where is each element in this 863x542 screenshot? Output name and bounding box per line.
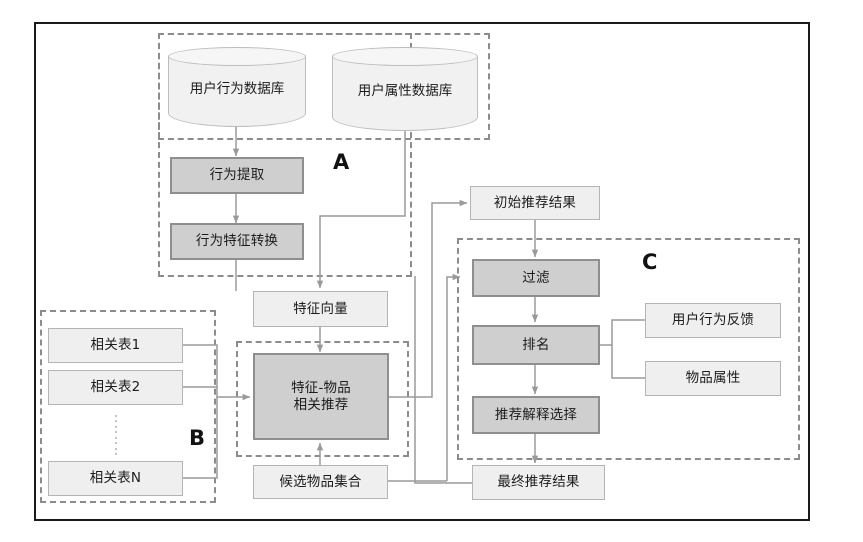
database-user-behavior: 用户行为数据库 [168,47,306,127]
node-feature-item-recommend: 特征-物品 相关推荐 [253,353,389,440]
node-filter: 过滤 [472,259,600,297]
database-user-behavior-label: 用户行为数据库 [189,81,285,97]
node-behavior-feature-transform: 行为特征转换 [170,223,304,260]
node-behavior-extraction: 行为提取 [170,157,304,194]
node-feature-item-recommend-line2: 相关推荐 [293,396,349,413]
region-c-label: C [642,250,658,274]
node-candidate-item-set: 候选物品集合 [253,465,388,499]
cylinder-body [332,56,478,131]
node-feature-vector: 特征向量 [253,291,388,327]
node-item-attribute: 物品属性 [645,361,781,396]
cylinder-body [168,56,306,127]
region-b-label: B [189,426,206,450]
region-b-center-box [236,341,409,457]
node-initial-recommend-result: 初始推荐结果 [470,186,600,220]
cylinder-top [332,47,478,66]
node-related-table-2: 相关表2 [48,370,183,405]
node-final-recommend-result: 最终推荐结果 [472,465,605,500]
vertical-ellipsis-icon [114,415,117,455]
node-user-behavior-feedback: 用户行为反馈 [645,303,781,338]
database-user-attribute: 用户属性数据库 [332,47,478,131]
node-recommend-explanation-select: 推荐解释选择 [472,396,600,434]
region-a-label: A [333,150,350,174]
node-related-table-n: 相关表N [48,461,183,496]
node-ranking: 排名 [472,325,600,365]
node-feature-item-recommend-line1: 特征-物品 [291,379,351,396]
node-related-table-1: 相关表1 [48,328,183,363]
database-user-attribute-label: 用户属性数据库 [357,83,453,99]
cylinder-top [168,47,306,66]
